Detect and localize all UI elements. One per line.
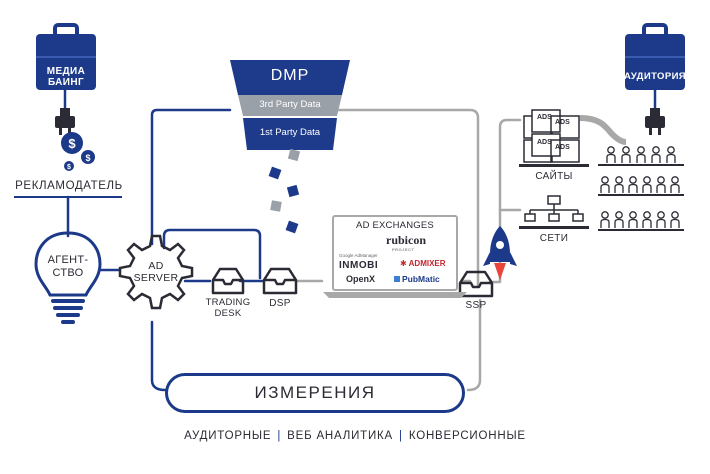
connector-adserver-dsp-top [162,228,262,280]
ads-badge: ADS [555,144,570,151]
ads-badge: ADS [555,119,570,126]
ad-exchanges-label: AD EXCHANGES [356,220,434,231]
person-icon [606,146,616,163]
data-squares [268,148,301,234]
person-icon [636,146,646,163]
plug-icon [55,108,75,135]
sites-base [519,164,589,167]
measurement-pill: ИЗМЕРЕНИЯ [165,373,465,413]
person-icon [614,211,624,228]
advertiser-label: РЕКЛАМОДАТЕЛЬ [15,180,123,192]
crowd-base [598,194,684,196]
tray-icon [262,267,298,295]
dmp-funnel [230,60,350,150]
openx-logo: OpenX [346,274,376,284]
connector-adserver-measure [150,320,167,392]
advertiser-underline [14,196,122,198]
dmp-title: DMP [270,67,310,84]
tray-icon [211,267,245,295]
person-icon [621,146,631,163]
dmp-third-party: 3rd Party Data [259,99,321,110]
footer-item-audience: АУДИТОРНЫЕ [184,430,272,442]
footer-separator: | [277,430,282,442]
media-buying-label: МЕДИА БАИНГ [46,66,86,88]
person-icon [600,176,610,193]
audience-crowd [598,146,684,231]
footer-item-conversion: КОНВЕРСИОННЫЕ [408,430,526,442]
plug-icon [645,108,665,135]
inmobi-logo: INMOBI [339,260,379,271]
briefcase-icon [625,23,685,90]
person-icon [651,146,661,163]
laptop-icon [323,215,467,298]
person-icon [666,146,676,163]
agency-label: АГЕНТ- СТВО [47,254,89,279]
ssp-label: SSP [465,300,487,311]
person-icon [656,176,666,193]
rubicon-sub: PROJECT [392,247,415,252]
ads-badge: ADS [537,139,552,146]
svg-text:$: $ [85,153,90,163]
cable-icon [579,115,627,145]
person-icon [628,176,638,193]
person-icon [670,211,680,228]
sites-panels [523,109,580,163]
dsp-label: DSP [269,298,291,309]
coin-icon: $ $ $ [61,132,95,171]
connector-ssp-measure [466,298,482,392]
ad-server-label: AD SERVER [133,260,179,284]
dmp-first-party: 1st Party Data [259,127,321,138]
pubmatic-logo: PubMatic [394,274,440,284]
svg-text:$: $ [68,136,76,151]
gear-icon [118,234,194,310]
connector-ssp-sites [488,118,522,284]
crowd-base [598,229,684,231]
person-icon [600,211,610,228]
person-icon [614,176,624,193]
briefcase-icon [36,23,96,90]
crowd-base [598,164,684,166]
lightbulb-icon [34,231,102,324]
rubicon-logo: rubicon [386,233,427,247]
svg-text:$: $ [67,164,71,171]
person-icon [642,211,652,228]
person-icon [628,211,638,228]
networks-base [519,226,589,229]
audience-label: АУДИТОРИЯ [623,71,687,82]
connector-dmp-ssp [335,108,480,287]
footer-separator: | [399,430,403,442]
sites-label: САЙТЫ [535,171,573,182]
google-admanager-logo: Google AdManager [339,253,378,258]
person-icon [656,211,666,228]
footer-item-analytics: ВЕБ АНАЛИТИКА [287,430,394,442]
connector-adserver-dmp [150,108,232,246]
trading-desk-label: TRADING DESK [205,297,251,319]
network-icon [524,195,584,222]
networks-label: СЕТИ [539,233,569,244]
ads-badge: ADS [537,114,552,121]
rocket-icon [483,226,517,280]
admixer-logo: ✱ ADMIXER [400,259,446,268]
person-icon [670,176,680,193]
footer-metrics: АУДИТОРНЫЕ | ВЕБ АНАЛИТИКА | КОНВЕРСИОННЫЕ [0,430,710,442]
person-icon [642,176,652,193]
